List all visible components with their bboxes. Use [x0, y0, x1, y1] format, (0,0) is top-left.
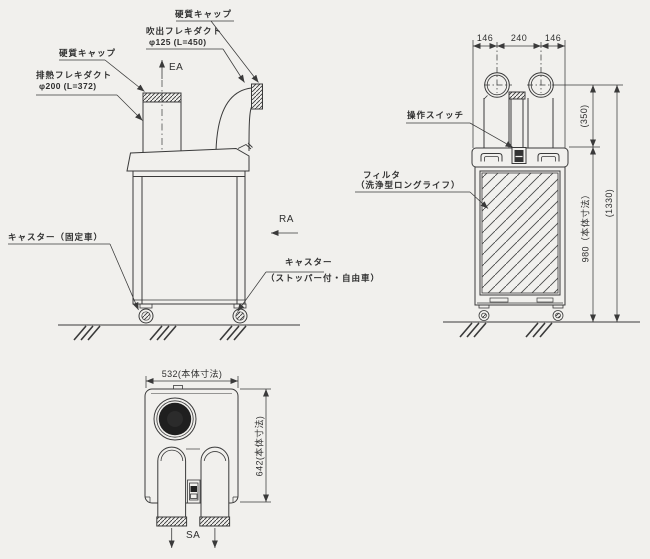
supply-duct-right	[199, 446, 231, 527]
plan-view	[144, 376, 271, 548]
duct-tubes	[483, 91, 554, 150]
side-casters	[478, 304, 564, 321]
exhaust-duct-label: 排熱フレキダクト	[36, 70, 113, 80]
dim-1330: (1330)	[604, 188, 614, 218]
filter-hatch	[481, 172, 559, 294]
ra-label: RA	[279, 214, 294, 225]
dim-146-right: 146	[544, 33, 562, 43]
caster-free	[232, 303, 248, 324]
cabinet-top	[126, 142, 253, 172]
handle-left	[480, 153, 503, 162]
caster-free-label-2: （ストッパー付・自由車）	[266, 273, 381, 283]
ground-side	[443, 321, 640, 338]
plan-switch-detail	[187, 479, 201, 504]
sa-label: SA	[186, 530, 201, 541]
side-view	[355, 40, 640, 338]
caster-fixed-label: キャスター（固定車）	[8, 232, 104, 242]
sa-arrows	[168, 528, 218, 548]
side-cabinet-body	[474, 166, 566, 306]
cap-left-label: 硬質キャップ	[59, 48, 117, 58]
dim-350: (350)	[579, 104, 589, 128]
supply-duct-left	[156, 446, 188, 527]
dim-642: 642(本体寸法)	[254, 415, 265, 477]
outlet-duct-spec: φ125 (L=450)	[149, 37, 207, 47]
caster-free-label-1: キャスター	[285, 257, 333, 267]
side-cabinet-top	[471, 147, 569, 168]
dim-532: 532(本体寸法)	[161, 369, 223, 379]
filter-label-2: （洗浄型ロングライフ）	[356, 180, 461, 190]
outlet-duct-cap	[251, 83, 263, 110]
exhaust-duct	[142, 102, 182, 152]
dim-980: 980（本体寸法）	[580, 189, 591, 263]
front-leaders	[8, 20, 324, 312]
dim-146-left: 146	[476, 33, 494, 43]
caster-fixed	[138, 303, 154, 324]
filter-label-1: フィルタ	[363, 170, 401, 180]
exhaust-duct-cap	[142, 92, 182, 103]
filter-frame	[479, 170, 561, 296]
cabinet-body	[132, 170, 246, 305]
fan-opening	[153, 397, 197, 441]
exhaust-cap-side	[508, 91, 526, 100]
plan-width-dimension	[145, 376, 239, 388]
side-top-dimension	[472, 40, 566, 148]
cap-top-label: 硬質キャップ	[175, 9, 233, 19]
ground-front	[58, 324, 300, 341]
outlet-duct-elbow	[215, 87, 252, 152]
outlet-duct-label: 吹出フレキダクト	[146, 26, 223, 36]
height-dimensions	[556, 84, 623, 322]
ea-label: EA	[169, 62, 184, 73]
dim-240: 240	[510, 33, 528, 43]
supply-duct-circles	[484, 72, 554, 98]
side-leaders	[355, 122, 514, 209]
latch-hook	[237, 142, 253, 150]
exhaust-duct-spec: φ200 (L=372)	[39, 81, 97, 91]
switch-label: 操作スイッチ	[407, 110, 465, 120]
handle-right	[537, 153, 560, 162]
front-view	[8, 20, 324, 341]
plan-depth-dimension	[240, 388, 271, 503]
operation-switch	[511, 147, 527, 164]
